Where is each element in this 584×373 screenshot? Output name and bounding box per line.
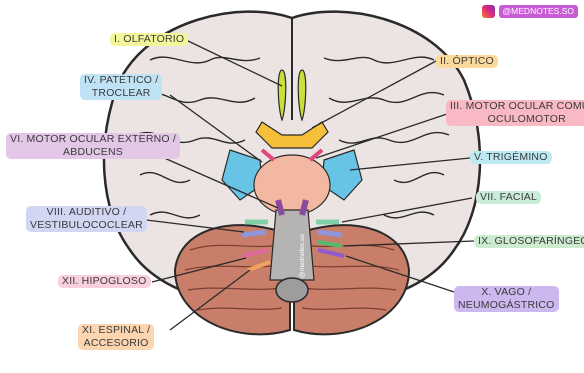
medulla bbox=[270, 210, 314, 280]
social-handle: @MEDNOTES.SO bbox=[482, 4, 578, 18]
handle-text: @MEDNOTES.SO bbox=[499, 5, 578, 18]
label-line: VESTIBULOCOCLEAR bbox=[30, 219, 143, 232]
label-oculomotor: III. MOTOR OCULAR COMÚN / OCULOMOTOR bbox=[446, 100, 584, 126]
pons bbox=[254, 155, 330, 215]
label-line: X. VAGO / bbox=[458, 286, 555, 299]
spinal-cord-section bbox=[276, 278, 308, 302]
label-optico: II. ÓPTICO bbox=[436, 55, 498, 68]
label-olfatorio: I. OLFATORIO bbox=[110, 33, 188, 46]
label-glosofaringeo: IX. GLOSOFARÍNGEO bbox=[474, 235, 584, 248]
label-line: NEUMOGÁSTRICO bbox=[458, 299, 555, 312]
vestibulocochlear-nerve-right bbox=[318, 232, 342, 235]
label-line: VI. MOTOR OCULAR EXTERNO / bbox=[10, 133, 176, 146]
watermark-text: @mednotes.so bbox=[299, 234, 306, 278]
label-hipogloso: XII. HIPOGLOSO bbox=[58, 275, 151, 288]
abducens-nerve-right bbox=[302, 200, 306, 215]
label-line: ABDUCENS bbox=[10, 146, 176, 159]
label-line: VII. FACIAL bbox=[480, 191, 537, 204]
label-auditivo: VIII. AUDITIVO / VESTIBULOCOCLEAR bbox=[26, 206, 147, 232]
label-espinal: XI. ESPINAL / ACCESORIO bbox=[78, 324, 154, 350]
label-line: I. OLFATORIO bbox=[114, 33, 184, 46]
label-trigemino: V. TRIGÉMINO bbox=[470, 151, 552, 164]
label-line: ACCESORIO bbox=[82, 337, 150, 350]
instagram-icon bbox=[482, 5, 495, 18]
label-line: XI. ESPINAL / bbox=[82, 324, 150, 337]
label-line: IX. GLOSOFARÍNGEO bbox=[478, 235, 584, 248]
label-line: V. TRIGÉMINO bbox=[474, 151, 548, 164]
label-vago: X. VAGO / NEUMOGÁSTRICO bbox=[454, 286, 559, 312]
label-line: XII. HIPOGLOSO bbox=[62, 275, 147, 288]
label-facial: VII. FACIAL bbox=[476, 191, 541, 204]
abducens-nerve bbox=[278, 200, 282, 215]
label-line: OCULOMOTOR bbox=[450, 113, 584, 126]
label-line: VIII. AUDITIVO / bbox=[30, 206, 143, 219]
vestibulocochlear-nerve-left bbox=[242, 232, 266, 235]
label-line: TROCLEAR bbox=[84, 87, 158, 100]
label-abducens: VI. MOTOR OCULAR EXTERNO / ABDUCENS bbox=[6, 133, 180, 159]
label-line: III. MOTOR OCULAR COMÚN / bbox=[450, 100, 584, 113]
label-line: II. ÓPTICO bbox=[440, 55, 494, 68]
label-patetico: IV. PATÉTICO / TROCLEAR bbox=[80, 74, 162, 100]
label-line: IV. PATÉTICO / bbox=[84, 74, 158, 87]
